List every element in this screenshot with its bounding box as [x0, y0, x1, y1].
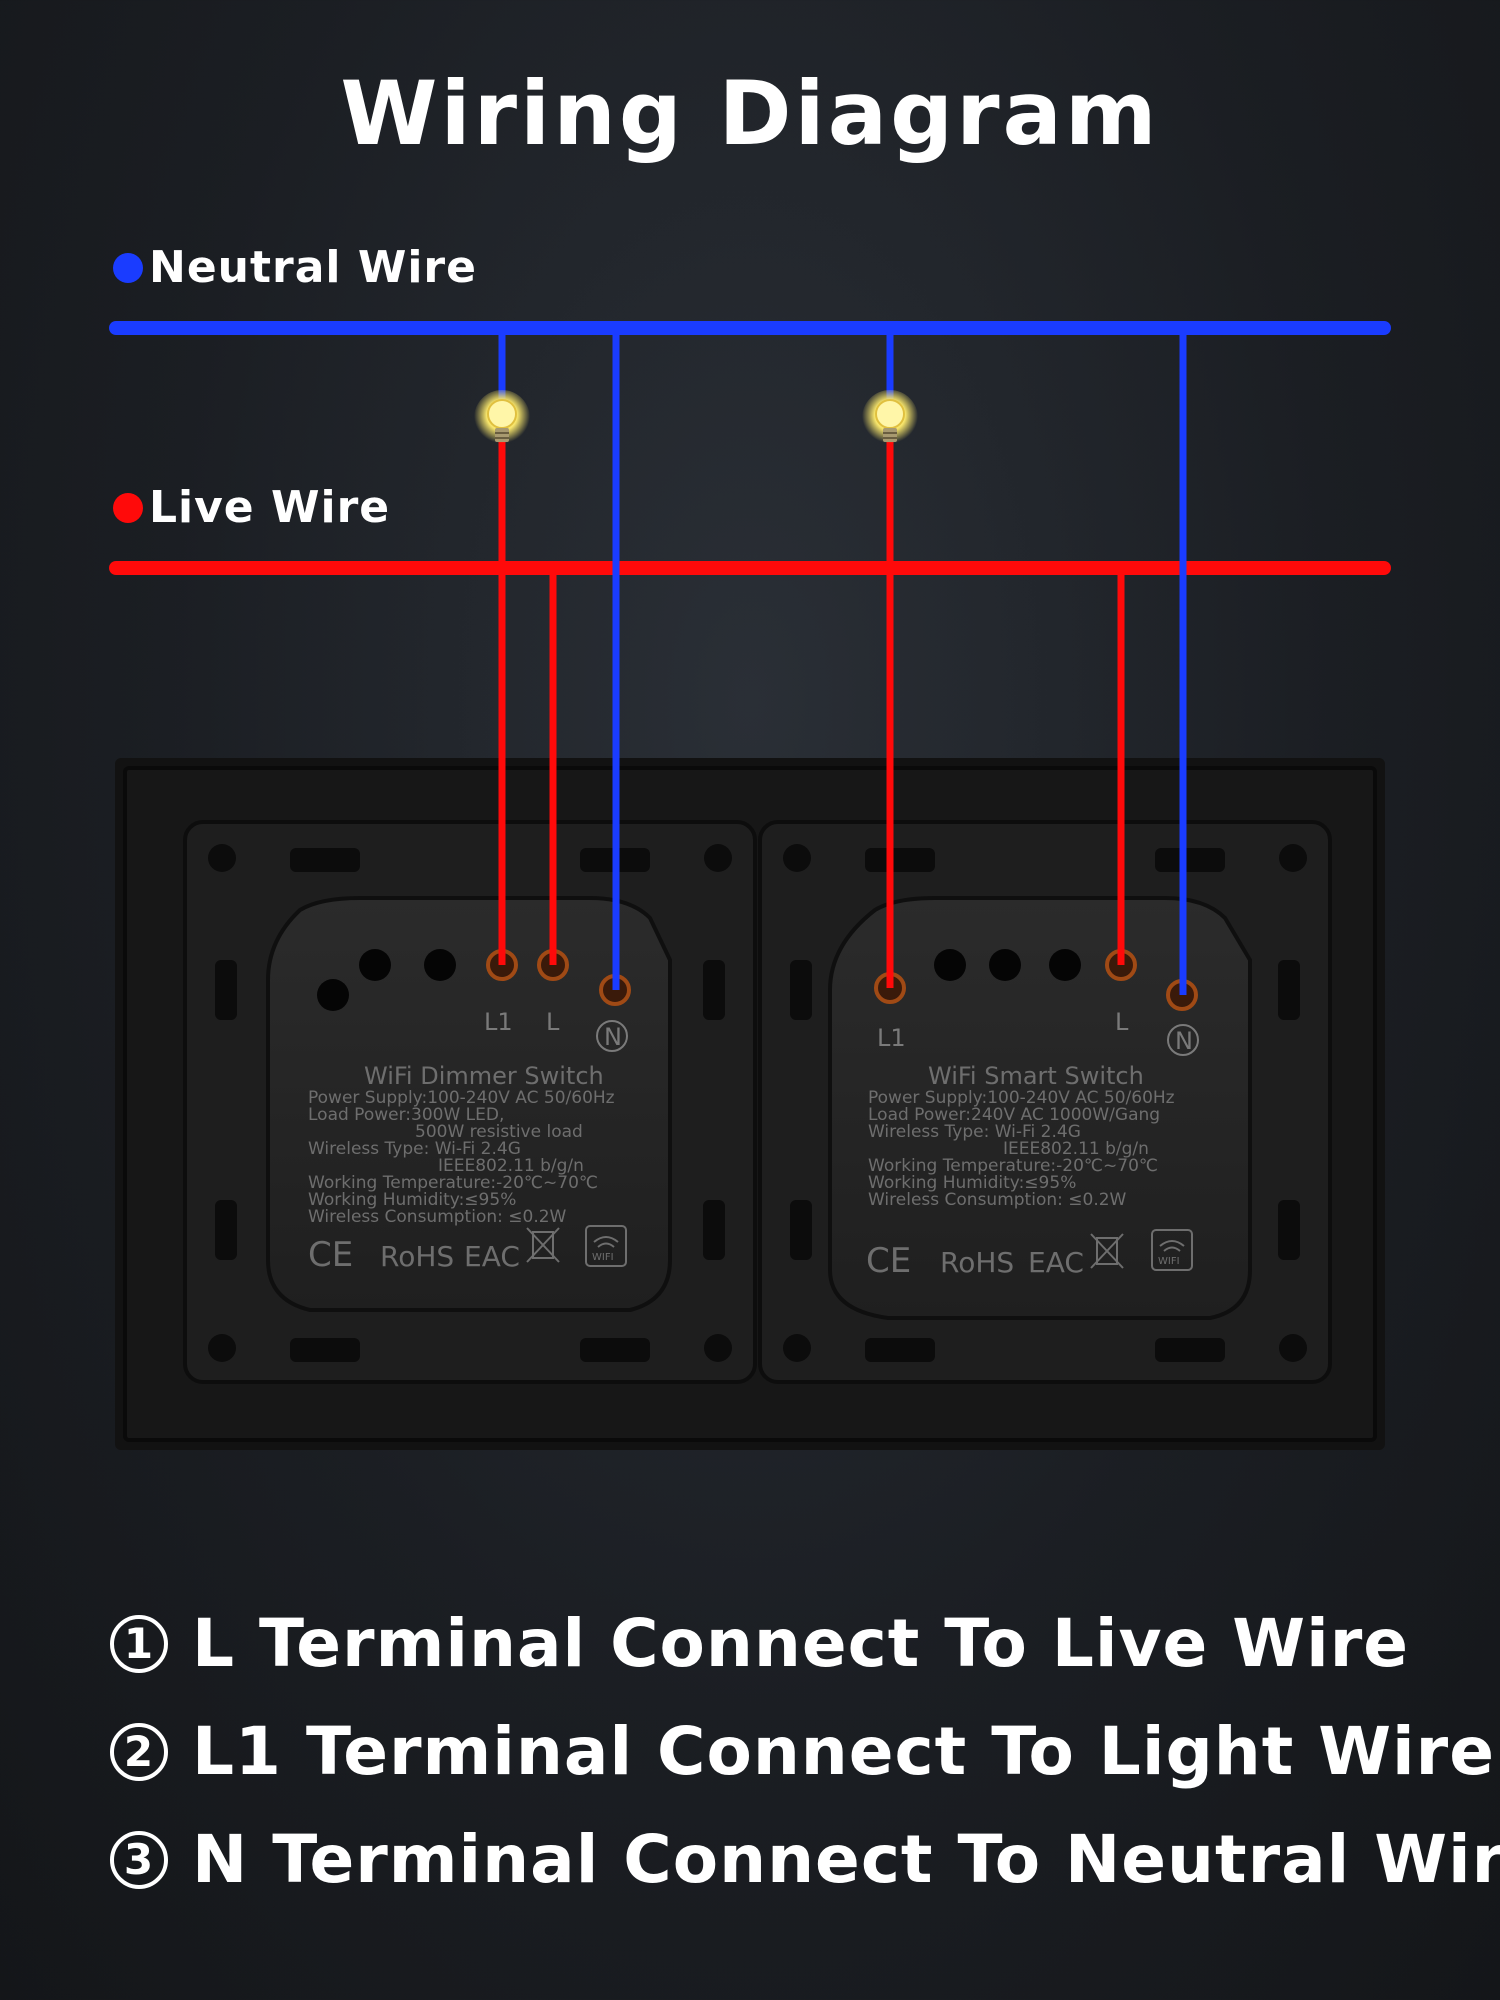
wifi-icon — [593, 1236, 619, 1248]
spec-line: Working Temperature:-20℃~70℃ — [868, 1156, 1158, 1176]
module-name: WiFi Dimmer Switch — [364, 1062, 604, 1090]
spec-line: Working Temperature:-20℃~70℃ — [308, 1173, 598, 1193]
instruction-item: 2 L1 Terminal Connect To Light Wire — [110, 1698, 1500, 1806]
instruction-item: 1 L Terminal Connect To Live Wire — [110, 1590, 1500, 1698]
legend-neutral-label: Neutral Wire — [149, 242, 477, 293]
spec-line: Wireless Consumption: ≤0.2W — [308, 1207, 567, 1227]
terminal-label: N — [604, 1023, 622, 1051]
spec-line: IEEE802.11 b/g/n — [438, 1156, 584, 1176]
instructions: 1 L Terminal Connect To Live Wire 2 L1 T… — [110, 1590, 1500, 1914]
ce-mark: CE — [866, 1241, 911, 1281]
wifi-mark-box — [1151, 1229, 1193, 1271]
terminal-label: L — [1115, 1008, 1129, 1036]
live-dot-icon — [113, 492, 143, 523]
spec-line: Load Power:300W LED, — [308, 1105, 504, 1125]
legend-live-label: Live Wire — [149, 482, 391, 533]
instruction-text: L Terminal Connect To Live Wire — [192, 1605, 1410, 1682]
light-bulb-icon — [474, 390, 530, 446]
eac-mark: EAC — [1028, 1246, 1084, 1279]
wifi-mark: WIFI — [592, 1252, 614, 1263]
wifi-icon — [1159, 1240, 1185, 1252]
spec-line: Working Humidity:≤95% — [308, 1190, 516, 1210]
module-name: WiFi Smart Switch — [928, 1062, 1144, 1090]
spec-line: Wireless Consumption: ≤0.2W — [868, 1190, 1127, 1210]
page-title: Wiring Diagram — [340, 62, 1160, 165]
wifi-mark: WIFI — [1158, 1256, 1180, 1267]
instruction-text: L1 Terminal Connect To Light Wire — [192, 1713, 1495, 1790]
instruction-text: N Terminal Connect To Neutral Wire — [192, 1821, 1500, 1898]
weee-bin-icon — [1090, 1233, 1124, 1269]
spec-line: Wireless Type: Wi-Fi 2.4G — [308, 1139, 521, 1159]
terminal-label: L1 — [484, 1008, 513, 1036]
spec-line: IEEE802.11 b/g/n — [1003, 1139, 1149, 1159]
spec-line: Load Power:240V AC 1000W/Gang — [868, 1105, 1160, 1125]
ce-mark: CE — [308, 1235, 353, 1275]
switch-module-smart — [828, 896, 1252, 1320]
weee-bin-icon — [526, 1227, 560, 1263]
spec-line: Power Supply:100-240V AC 50/60Hz — [868, 1088, 1175, 1108]
light-bulb-icon — [862, 390, 918, 446]
spec-line: Working Humidity:≤95% — [868, 1173, 1076, 1193]
rohs-mark: RoHS — [380, 1240, 454, 1273]
instruction-number: 2 — [110, 1723, 168, 1781]
rohs-mark: RoHS — [940, 1246, 1014, 1279]
spec-line: Power Supply:100-240V AC 50/60Hz — [308, 1088, 615, 1108]
legend-neutral: Neutral Wire — [113, 242, 477, 293]
spec-line: 500W resistive load — [415, 1122, 583, 1142]
neutral-dot-icon — [113, 252, 143, 283]
instruction-number: 3 — [110, 1831, 168, 1889]
terminal-label: L1 — [877, 1024, 906, 1052]
switch-module-dimmer — [266, 896, 672, 1312]
terminal-label: L — [546, 1008, 560, 1036]
legend-live: Live Wire — [113, 482, 390, 533]
instruction-number: 1 — [110, 1615, 168, 1673]
instruction-item: 3 N Terminal Connect To Neutral Wire — [110, 1806, 1500, 1914]
eac-mark: EAC — [464, 1240, 520, 1273]
wifi-mark-box — [585, 1225, 627, 1267]
terminal-label: N — [1175, 1027, 1193, 1055]
spec-line: Wireless Type: Wi-Fi 2.4G — [868, 1122, 1081, 1142]
